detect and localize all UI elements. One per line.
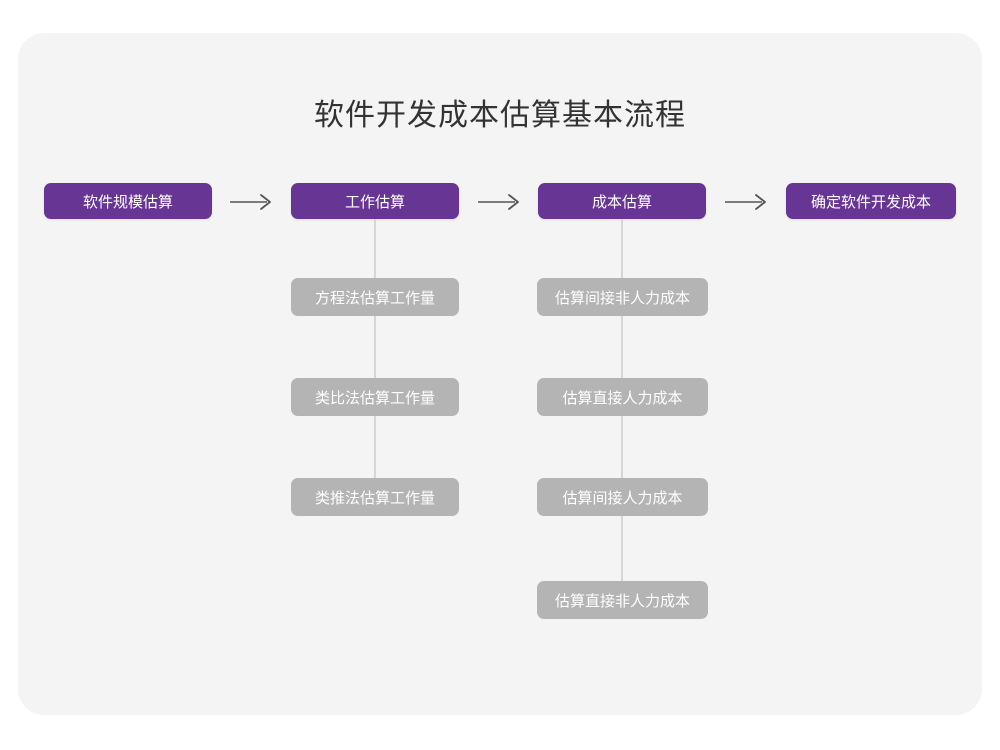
right-arrow-icon [477,191,523,213]
branch-node-indirect-labor-cost[interactable]: 估算间接人力成本 [537,478,708,516]
diagram-title: 软件开发成本估算基本流程 [314,99,686,132]
right-arrow-icon [724,191,770,213]
flow-node-software-scale-estimation[interactable]: 软件规模估算 [44,183,212,219]
branch-node-direct-nonlabor-cost[interactable]: 估算直接非人力成本 [537,581,708,619]
connector-line-cost-1 [621,219,623,278]
flow-node-work-estimation[interactable]: 工作估算 [291,183,459,219]
connector-line-cost-2 [621,316,623,378]
flow-node-determine-development-cost[interactable]: 确定软件开发成本 [786,183,956,219]
branch-node-equation-method-workload[interactable]: 方程法估算工作量 [291,278,459,316]
connector-line-cost-4 [621,516,623,581]
connector-line-cost-3 [621,416,623,478]
connector-line-work-2 [374,316,376,378]
branch-node-inference-method-workload[interactable]: 类推法估算工作量 [291,478,459,516]
connector-line-work-1 [374,219,376,278]
flow-node-cost-estimation[interactable]: 成本估算 [538,183,706,219]
branch-node-direct-labor-cost[interactable]: 估算直接人力成本 [537,378,708,416]
connector-line-work-3 [374,416,376,478]
diagram-card-background [18,33,982,715]
right-arrow-icon [229,191,275,213]
branch-node-indirect-nonlabor-cost[interactable]: 估算间接非人力成本 [537,278,708,316]
branch-node-analogy-method-workload[interactable]: 类比法估算工作量 [291,378,459,416]
